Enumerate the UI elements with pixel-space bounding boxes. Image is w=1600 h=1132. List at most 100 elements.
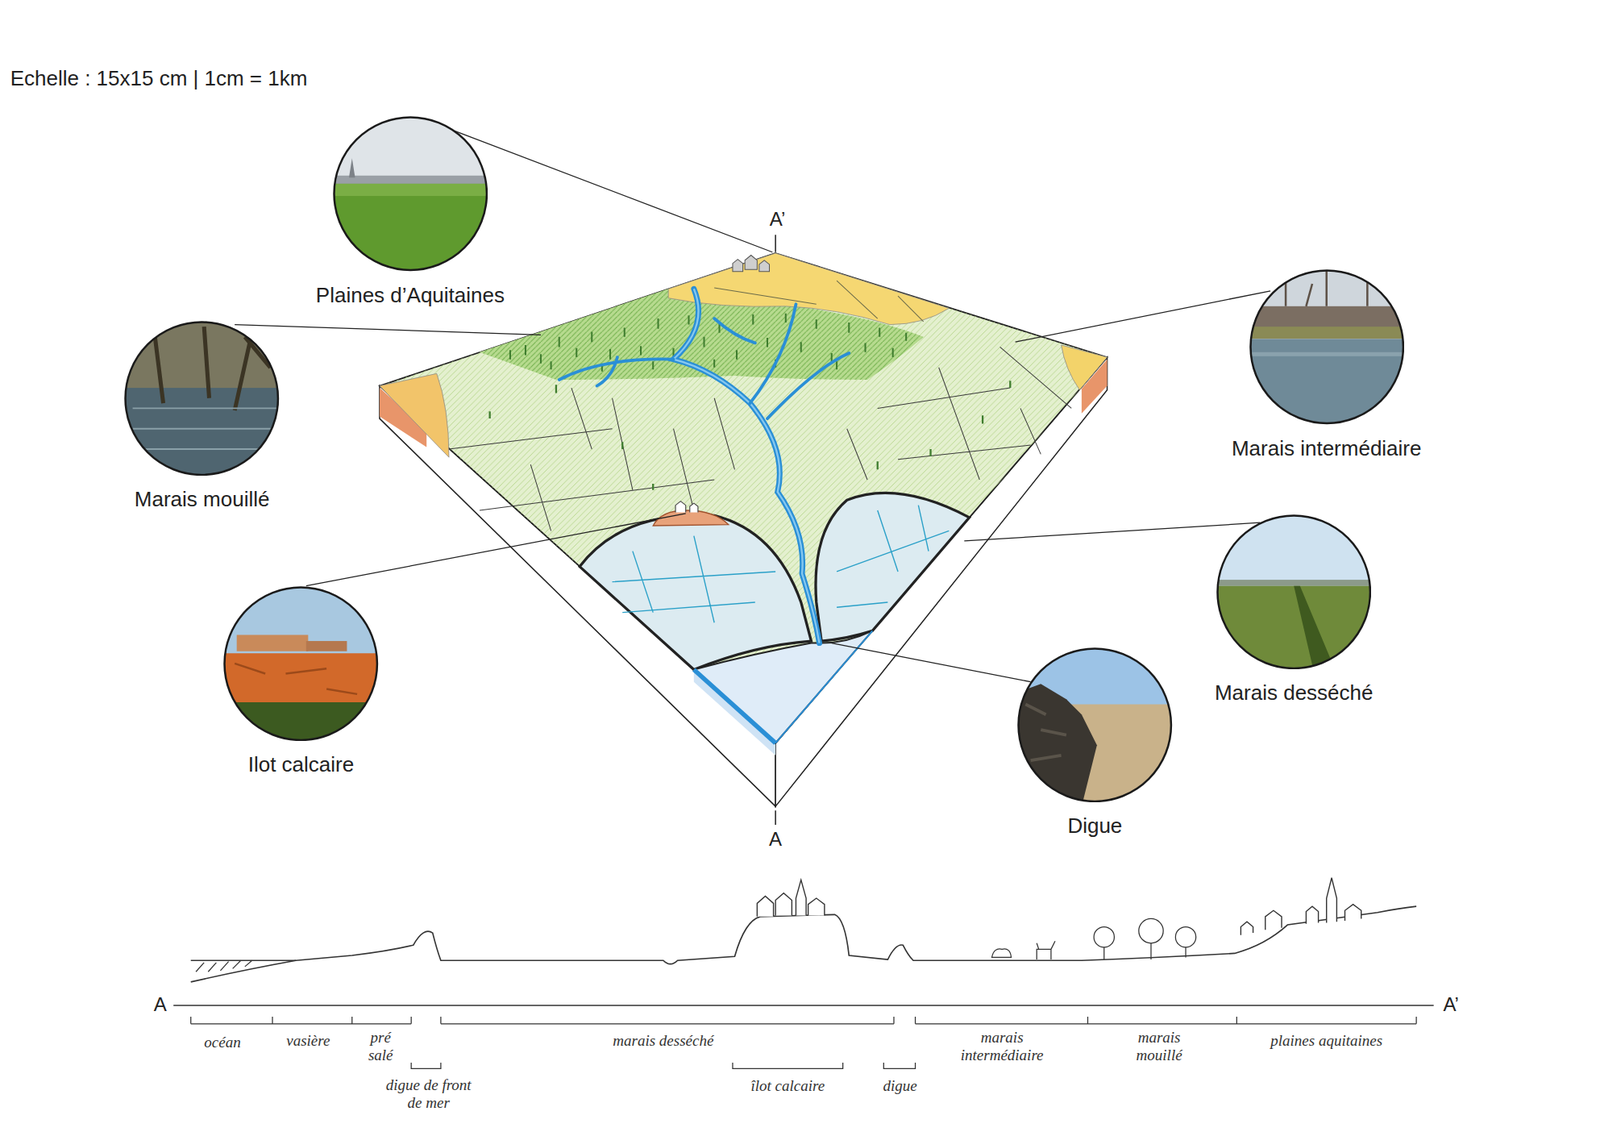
cross-section-part	[191, 960, 296, 962]
block-diagram-part	[579, 515, 811, 670]
block-diagram-part	[1061, 344, 1108, 391]
photo-dike-part	[1013, 683, 1098, 807]
photo-frame	[1017, 647, 1172, 803]
block-diagram	[379, 234, 1108, 825]
callout-caption: Plaines d’Aquitaines	[315, 282, 505, 308]
cross-section-part	[191, 1016, 1417, 1024]
photo-limestone-islet-part	[234, 663, 358, 695]
zone-label: marais mouillé	[1122, 1028, 1196, 1064]
photo-frame-outline	[1250, 270, 1403, 424]
photo-plain-part	[326, 183, 500, 276]
block-diagram-part	[675, 501, 699, 513]
block-diagram-part	[694, 630, 873, 743]
zone-label: îlot calcaire	[750, 1076, 825, 1095]
photo-callout: Plaines d’Aquitaines	[311, 116, 510, 312]
leader-lines-part	[831, 643, 1031, 682]
block-diagram-part	[559, 303, 850, 419]
photo-frame-outline	[125, 321, 279, 474]
block-diagram-part	[612, 505, 950, 624]
callout-caption: Marais desséché	[1214, 680, 1374, 706]
photo-plain-part	[349, 157, 356, 178]
cross-section-part	[411, 1062, 915, 1069]
cross-section-part-part	[1184, 947, 1186, 958]
photo-intermediate-marsh-part	[1244, 326, 1418, 339]
photo-intermediate-marsh	[1244, 265, 1418, 431]
callout-caption: Ilot calcaire	[248, 752, 355, 778]
block-diagram-part	[673, 288, 820, 643]
cross-section-part	[1036, 940, 1056, 960]
photo-frame	[332, 116, 488, 271]
photo-plain-part	[326, 183, 500, 196]
block-diagram-part	[774, 234, 777, 825]
cross-section-part	[756, 879, 825, 917]
section-marker: A’	[769, 207, 786, 231]
zone-label: marais desséché	[612, 1031, 714, 1050]
block-diagram-part	[652, 510, 729, 526]
block-diagram-part	[490, 380, 1011, 490]
photo-dried-marsh-part	[1293, 585, 1337, 674]
block-diagram-part	[694, 669, 776, 743]
section-marker: A’	[1442, 993, 1459, 1016]
block-diagram-part	[673, 288, 820, 643]
photo-intermediate-marsh-part	[1244, 352, 1418, 357]
cross-section-part	[191, 905, 1417, 982]
photo-frame	[1249, 269, 1405, 424]
photo-limestone-islet-part	[219, 652, 388, 704]
cross-section-part-part	[1175, 926, 1196, 948]
cross-section-part	[1093, 918, 1197, 960]
photo-wet-marsh-part	[153, 318, 271, 411]
block-diagram-part	[775, 630, 873, 743]
photo-dried-marsh	[1212, 510, 1386, 678]
photo-limestone-islet	[219, 581, 393, 754]
photo-callout: Ilot calcaire	[223, 585, 379, 782]
photo-wet-marsh-part	[120, 387, 294, 480]
photo-limestone-islet-part	[236, 634, 309, 651]
photo-callout: Marais desséché	[1209, 514, 1379, 710]
leader-lines	[234, 130, 1271, 682]
zone-label: océan	[203, 1033, 241, 1052]
zone-label: digue de front de mer	[383, 1076, 474, 1112]
scale-note: Echelle : 15x15 cm | 1cm = 1km	[10, 66, 308, 92]
zone-label: pré salé	[360, 1028, 401, 1064]
photo-callout: Marais mouillé	[124, 320, 279, 516]
cross-section-part	[195, 960, 253, 972]
leader-lines-part	[1015, 290, 1271, 342]
cross-section-part-part	[1093, 926, 1114, 948]
photo-limestone-islet-part	[219, 702, 393, 753]
photo-plain	[326, 112, 500, 276]
leader-lines-part	[964, 522, 1260, 541]
zone-label: vasière	[286, 1031, 330, 1050]
section-marker: A	[153, 993, 167, 1016]
photo-limestone-islet-part	[306, 640, 348, 652]
block-diagram-part	[668, 253, 949, 325]
photo-frame-outline	[1018, 648, 1172, 801]
cross-section-part-part	[1103, 947, 1105, 960]
photo-frame-outline	[1217, 515, 1370, 669]
cross-section-part-part	[1138, 918, 1164, 943]
photo-dike	[1013, 643, 1187, 807]
callout-caption: Digue	[1067, 813, 1123, 839]
photo-callout: Digue	[1017, 647, 1172, 843]
leader-lines-part	[234, 324, 541, 336]
photo-frame-outline	[333, 117, 487, 271]
photo-frame	[124, 320, 279, 476]
cross-section-part-part	[1150, 943, 1152, 960]
block-diagram-part	[510, 313, 906, 372]
callout-caption: Marais mouillé	[134, 486, 271, 512]
photo-frame	[1216, 514, 1372, 670]
zone-label: plaines aquitaines	[1270, 1031, 1383, 1050]
photo-dried-marsh-part	[1212, 510, 1386, 587]
block-diagram-part	[815, 492, 970, 641]
photo-callout: Marais intermédiaire	[1226, 269, 1427, 465]
block-diagram-part	[448, 346, 1072, 531]
section-marker: A	[768, 827, 782, 851]
zone-label: marais intermédiaire	[950, 1028, 1054, 1064]
zone-label: digue	[882, 1076, 917, 1095]
photo-dike-part	[1025, 704, 1067, 761]
leader-lines-part	[453, 130, 773, 253]
photo-wet-marsh	[120, 315, 294, 480]
leader-lines-part	[306, 513, 686, 586]
cross-section-part	[1240, 877, 1361, 936]
